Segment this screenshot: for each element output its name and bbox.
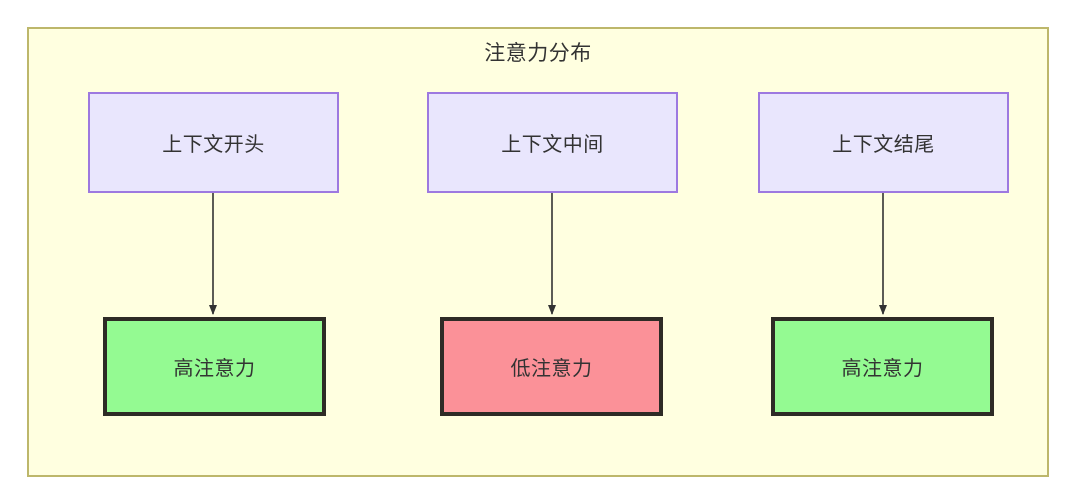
node-label: 上下文结尾 — [832, 134, 935, 156]
node-label: 低注意力 — [510, 358, 593, 380]
node-context-end[interactable]: 上下文结尾 — [758, 92, 1009, 193]
node-label: 上下文中间 — [501, 134, 604, 156]
node-low-attention-middle[interactable]: 低注意力 — [440, 317, 663, 416]
node-context-middle[interactable]: 上下文中间 — [427, 92, 678, 193]
node-context-start[interactable]: 上下文开头 — [88, 92, 339, 193]
node-label: 高注意力 — [841, 358, 924, 380]
node-high-attention-start[interactable]: 高注意力 — [103, 317, 326, 416]
subgraph-title: 注意力分布 — [484, 42, 592, 65]
node-high-attention-end[interactable]: 高注意力 — [771, 317, 994, 416]
node-label: 高注意力 — [173, 358, 256, 380]
node-label: 上下文开头 — [162, 134, 265, 156]
